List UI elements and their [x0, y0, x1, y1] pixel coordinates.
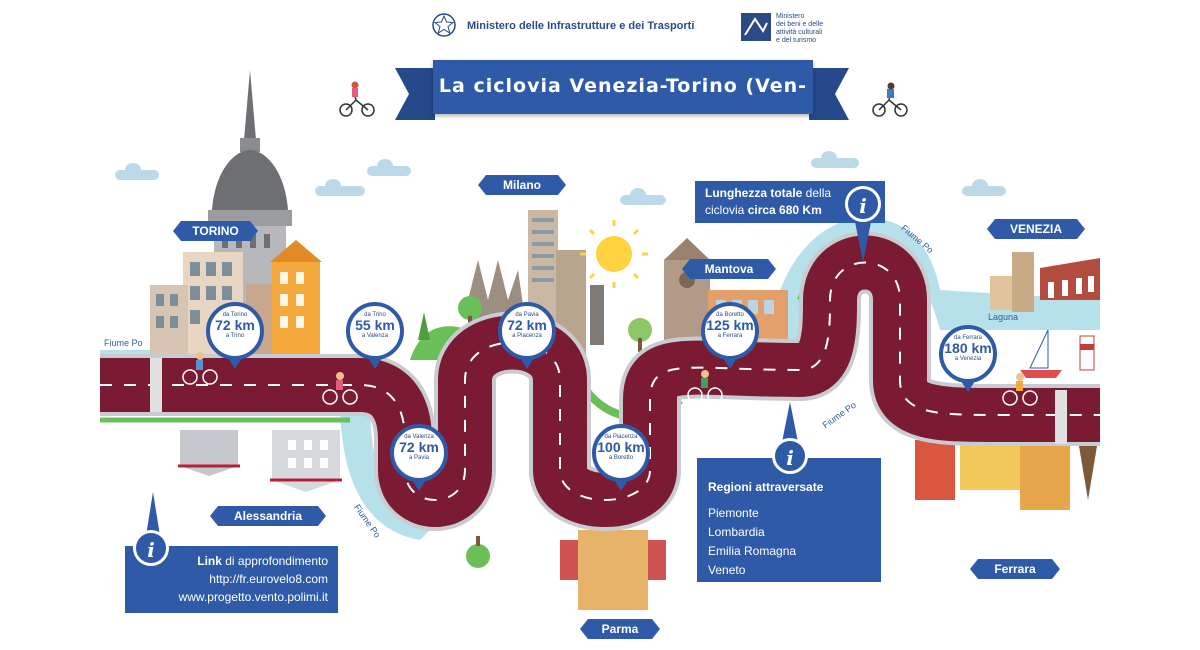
cyclist-icon — [339, 81, 375, 117]
regions-title: Regioni attraversate — [708, 480, 824, 494]
cloud — [962, 179, 1006, 196]
links-bold: Link — [197, 554, 222, 568]
info-pointer — [855, 222, 871, 262]
ministry-mibact-label: Ministero dei beni e delle attività cult… — [776, 13, 824, 44]
cloud — [620, 188, 666, 205]
region-item: Lombardia — [708, 525, 765, 539]
region-item: Piemonte — [708, 506, 759, 520]
city-label-alessandria: Alessandria — [210, 506, 326, 526]
total-length-bold: Lunghezza totale — [705, 186, 803, 200]
page-title: La ciclovia Venezia-Torino (Ven-To) — [433, 60, 813, 149]
city-label-venezia: VENEZIA — [987, 219, 1085, 239]
total-length-value: circa 680 Km — [747, 203, 822, 217]
road-cyclists — [182, 352, 1038, 406]
info-icon: i — [133, 530, 169, 566]
link-eurovelo[interactable]: http://fr.eurovelo8.com — [209, 572, 328, 586]
mit-emblem — [431, 12, 457, 38]
links-box: Link di approfondimento http://fr.eurove… — [125, 546, 338, 613]
total-length-text: ciclovia — [705, 203, 748, 217]
ministry-mit-label: Ministero delle Infrastrutture e dei Tra… — [467, 20, 695, 32]
city-label-parma: Parma — [580, 619, 660, 639]
region-item: Veneto — [708, 563, 746, 577]
info-pointer — [145, 492, 161, 542]
cloud — [811, 151, 859, 168]
cloud — [115, 163, 159, 180]
city-label-ferrara: Ferrara — [970, 559, 1060, 579]
info-icon: i — [772, 438, 808, 474]
region-item: Emilia Romagna — [708, 544, 797, 558]
links-title: di approfondimento — [221, 554, 328, 568]
mibact-logo — [741, 13, 771, 41]
cyclist-icon — [872, 82, 908, 117]
info-icon: i — [845, 186, 881, 222]
info-pointer — [782, 402, 798, 442]
sun-icon — [580, 220, 648, 288]
city-label-milano: Milano — [478, 175, 566, 195]
city-label-mantova: Mantova — [682, 259, 776, 279]
total-length-text: della — [802, 186, 832, 200]
link-vento-polimi[interactable]: www.progetto.vento.polimi.it — [178, 590, 328, 604]
title-banner-tails — [395, 68, 849, 120]
river-label: Laguna — [988, 312, 1019, 322]
cloud — [367, 159, 411, 176]
river-label: Fiume Po — [104, 338, 143, 348]
city-label-torino: TORINO — [173, 221, 258, 241]
cloud — [315, 179, 365, 196]
regions-box: Regioni attraversate Piemonte Lombardia … — [697, 458, 881, 582]
